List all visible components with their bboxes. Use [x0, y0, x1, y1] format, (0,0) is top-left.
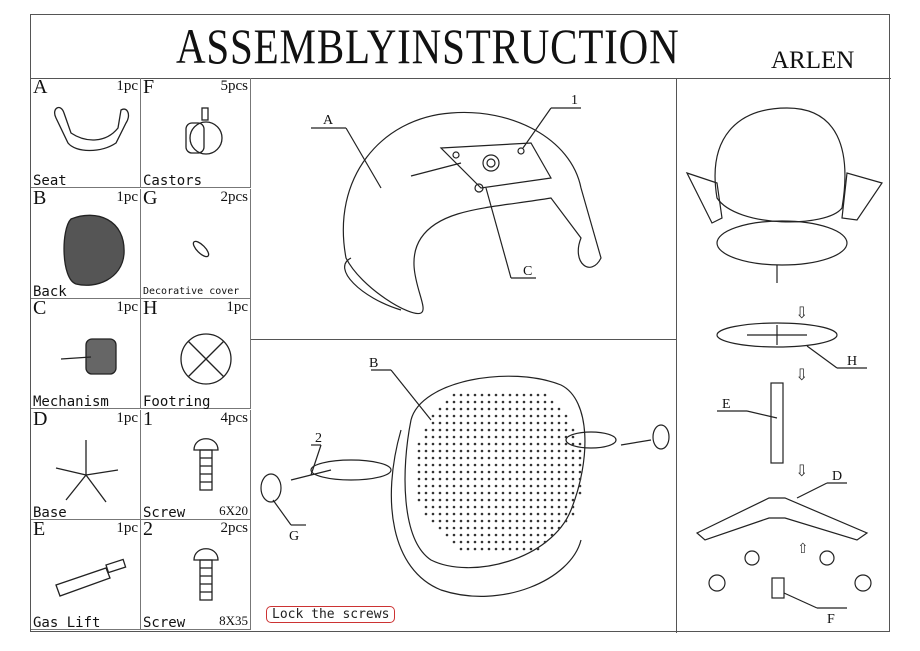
svg-text:⇩: ⇩ — [795, 461, 808, 480]
back-icon — [63, 214, 125, 286]
part-name: Back — [33, 283, 67, 300]
svg-text:⇩: ⇩ — [795, 365, 808, 384]
part-quantity: 1pc — [116, 299, 138, 316]
label-2: 2 — [315, 431, 322, 446]
castor-icon — [185, 107, 223, 155]
step-2-panel: B 2 G Lock the screws — [251, 340, 677, 633]
screw-icon — [193, 548, 219, 602]
label-h: H — [847, 354, 857, 369]
page-title: ASSEMBLYINSTRUCTION — [176, 18, 680, 74]
part-quantity: 2pcs — [220, 188, 249, 205]
base-icon — [55, 439, 119, 503]
part-e: E 1pc Gas Lift — [31, 518, 141, 632]
step-1-panel: A 1 C — [251, 78, 677, 340]
gas-lift-icon — [55, 559, 127, 598]
part-id: A — [33, 76, 48, 98]
lock-screws-note: Lock the screws — [266, 606, 396, 623]
model-name: ARLEN — [771, 47, 855, 74]
part-f: F 5pcs Castors — [141, 76, 251, 189]
part-id: C — [33, 297, 47, 320]
part-name: Seat — [33, 173, 67, 189]
part-c: C 1pc Mechanism — [31, 297, 141, 411]
svg-text:⇩: ⇩ — [795, 303, 808, 322]
mechanism-icon — [60, 338, 117, 375]
part-quantity: 1pc — [116, 188, 138, 205]
label-f: F — [827, 612, 835, 627]
part-quantity: 5pcs — [220, 78, 249, 94]
final-assembly-drawing: ⇩ ⇩ ⇩ ⇧ H E D F — [685, 107, 883, 627]
part-d: D 1pc Base — [31, 407, 141, 521]
part-name: Mechanism — [33, 394, 109, 411]
part-name: Decorative cover — [143, 285, 240, 297]
part-id: 2 — [143, 518, 153, 541]
part-id: 1 — [143, 407, 153, 430]
label-b: B — [369, 356, 378, 371]
part-quantity: 1pc — [116, 409, 138, 426]
label-a: A — [323, 113, 334, 128]
part-id: B — [33, 186, 47, 209]
part-g: G 2pcs Decorative cover — [141, 186, 251, 299]
part-size: 8X35 — [219, 613, 248, 629]
part-id: H — [143, 297, 158, 320]
part-quantity: 1pc — [226, 299, 248, 316]
part-name: Gas Lift — [33, 615, 101, 632]
part-name: Castors — [143, 173, 203, 189]
label-e: E — [722, 397, 731, 412]
part-quantity: 1pc — [116, 520, 138, 537]
screw-icon — [193, 437, 219, 491]
seat-mechanism-drawing: A 1 C — [311, 93, 602, 315]
part-id: E — [33, 518, 46, 541]
part-quantity: 1pc — [116, 78, 138, 94]
part-id: D — [33, 407, 48, 430]
label-g: G — [289, 529, 299, 544]
part-name: Base — [33, 504, 67, 521]
footring-icon — [180, 333, 232, 385]
part-quantity: 4pcs — [220, 409, 249, 426]
part-b: B 1pc Back — [31, 186, 141, 300]
part-h: H 1pc Footring — [141, 297, 251, 411]
part-name: Screw — [143, 504, 186, 521]
seat-icon — [54, 106, 130, 152]
label-1: 1 — [571, 93, 578, 108]
title-bar: ASSEMBLYINSTRUCTION ARLEN — [31, 15, 891, 79]
instruction-sheet: ASSEMBLYINSTRUCTION ARLEN A 1pc Seat F 5… — [30, 14, 891, 633]
svg-text:⇧: ⇧ — [797, 541, 809, 557]
part-a: A 1pc Seat — [31, 76, 141, 189]
part-id: G — [143, 186, 158, 209]
part-name: Screw — [143, 615, 186, 632]
part-size: 6X20 — [219, 502, 248, 518]
part-2: 2 2pcs Screw 8X35 — [141, 518, 251, 632]
step-3-panel: ⇩ ⇩ ⇩ ⇧ H E D F — [677, 78, 891, 633]
label-d: D — [832, 469, 842, 484]
backrest-attach-drawing: B 2 G — [260, 356, 670, 597]
cover-icon — [192, 240, 210, 257]
part-name: Footring — [143, 394, 211, 411]
part-quantity: 2pcs — [220, 520, 249, 537]
part-id: F — [143, 76, 155, 98]
part-1: 1 4pcs Screw 6X20 — [141, 407, 251, 521]
label-c: C — [523, 264, 532, 279]
